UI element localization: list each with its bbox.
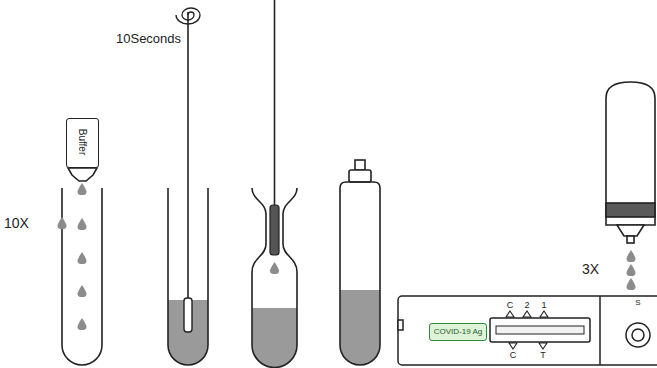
extraction-tube [62,188,102,365]
line-markers [506,311,548,349]
buffer-bottle: Buffer [66,118,99,168]
line-label: C [510,351,517,360]
test-cassette [398,296,657,365]
product-label: COVID-19 Ag [429,323,487,341]
line-label: T [540,351,546,360]
bottle-nozzle [68,168,97,181]
well-label: S [635,299,640,307]
dropper-cap [349,170,371,182]
product-name: COVID-19 Ag [434,328,482,336]
line-label: 1 [541,301,546,310]
buffer-liquid [252,308,297,368]
time-note: 10Seconds [116,32,181,45]
drop-count: 3X [582,262,599,276]
dropper-tip [355,160,365,170]
bottle-label: Buffer [77,129,87,156]
line-label: C [507,301,514,310]
squeezed-tube [252,188,297,368]
swab [270,0,279,255]
line-label: 2 [524,301,529,310]
drop-count: 10X [4,216,29,230]
swab [176,8,200,332]
rotation-spiral [176,8,200,24]
capped-tube [340,182,380,365]
tubes [62,160,380,368]
dropper-bottle [606,82,655,243]
buffer-liquid [340,290,380,365]
